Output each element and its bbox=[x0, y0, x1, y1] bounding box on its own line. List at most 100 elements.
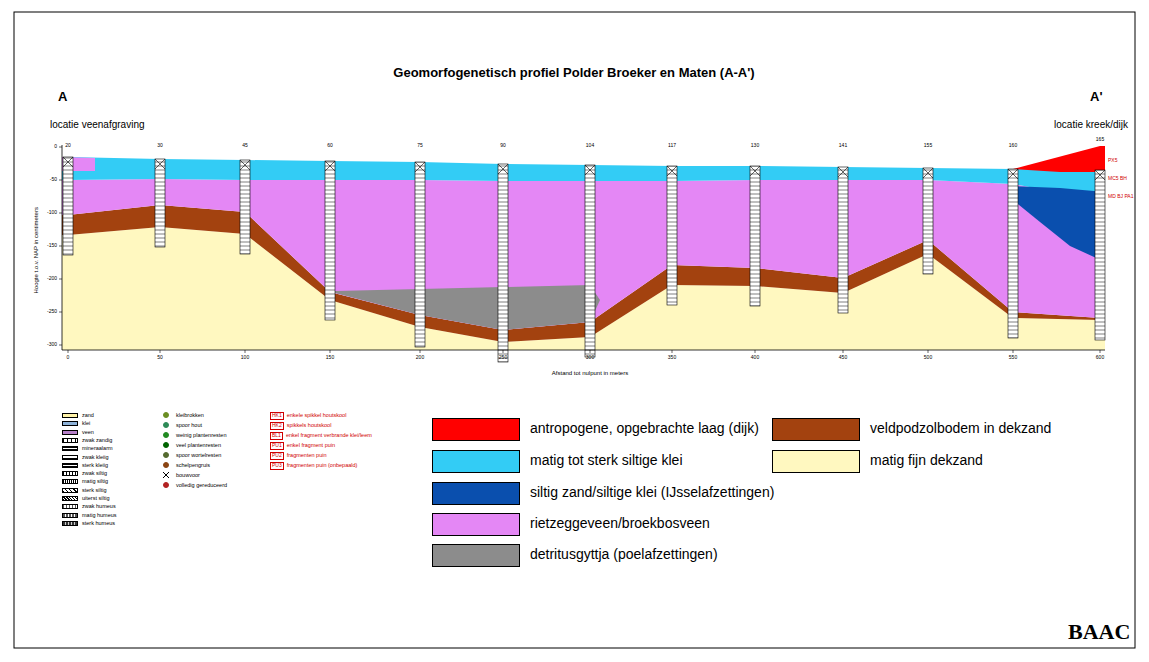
legend-swatch bbox=[62, 488, 78, 493]
legend-text: sterk siltig bbox=[82, 487, 106, 493]
legend-text: antropogene, opgebrachte laag (dijk) bbox=[530, 421, 759, 436]
legend-text: veen bbox=[82, 429, 94, 435]
axis-value: 250 bbox=[499, 355, 507, 361]
legend-swatch bbox=[62, 446, 78, 451]
bouwvoor-mark bbox=[585, 165, 595, 175]
bouwvoor-mark bbox=[923, 168, 933, 178]
legend-swatch bbox=[62, 430, 78, 435]
axis-tick bbox=[59, 312, 62, 313]
axis-value: 200 bbox=[416, 355, 424, 361]
axis-value: 0 bbox=[54, 144, 57, 150]
borehole-column bbox=[585, 165, 595, 357]
legend-swatch bbox=[62, 496, 78, 501]
legend-text: veldpodzolbodem in dekzand bbox=[870, 421, 1051, 436]
axis-value: -50 bbox=[50, 177, 57, 183]
legend-swatch bbox=[432, 513, 520, 536]
bouwvoor-mark bbox=[1008, 169, 1018, 179]
legend-text: zwak kleiig bbox=[82, 454, 109, 460]
borehole-column bbox=[1095, 170, 1105, 340]
bouwvoor-mark bbox=[838, 167, 848, 177]
borehole-number: 165 bbox=[1096, 137, 1104, 143]
legend-text: enkel fragment verbrande klei/leem bbox=[286, 432, 372, 438]
bouwvoor-mark bbox=[155, 159, 165, 169]
borehole-number: 90 bbox=[500, 143, 506, 149]
legend-text: zwak siltig bbox=[82, 470, 107, 476]
sample-code: PU2 bbox=[270, 452, 284, 460]
axis-tick bbox=[59, 279, 62, 280]
logo: BAAC bbox=[1068, 620, 1130, 644]
axis-title: Afstand tot nulpunt in meters bbox=[552, 370, 628, 377]
legend-text: sterk kleiig bbox=[82, 462, 108, 468]
borehole-number: 30 bbox=[157, 143, 163, 149]
borehole-number: 155 bbox=[924, 143, 932, 149]
borehole-number: 20 bbox=[65, 143, 71, 149]
legend-swatch bbox=[62, 479, 78, 484]
axis-tick bbox=[420, 350, 421, 353]
axis-value: 450 bbox=[839, 355, 847, 361]
legend-text: zwak humeus bbox=[82, 503, 116, 509]
borehole-number: 104 bbox=[586, 143, 594, 149]
legend-swatch bbox=[62, 413, 78, 418]
legend-swatch bbox=[772, 418, 860, 441]
borehole-column bbox=[240, 160, 250, 254]
legend-swatch bbox=[163, 422, 169, 428]
legend-swatch bbox=[432, 418, 520, 441]
axis-tick bbox=[59, 213, 62, 214]
bouwvoor-mark bbox=[415, 162, 425, 172]
axis-tick bbox=[590, 350, 591, 353]
legend-text: bouwvoor bbox=[176, 472, 200, 478]
axis-value: 500 bbox=[924, 355, 932, 361]
legend-swatch bbox=[163, 412, 169, 418]
legend-text: siltig zand/siltige klei (IJsselafzettin… bbox=[530, 485, 774, 500]
legend-swatch bbox=[432, 544, 520, 567]
legend-swatch bbox=[62, 521, 78, 526]
borehole-column bbox=[325, 161, 335, 320]
axis-tick bbox=[755, 350, 756, 353]
borehole-number: 141 bbox=[839, 143, 847, 149]
legend-swatch bbox=[62, 504, 78, 509]
axis-tick bbox=[672, 350, 673, 353]
borehole-column bbox=[415, 162, 425, 347]
legend-text: enkele spikkel houtskool bbox=[287, 412, 347, 418]
location-note: locatie kreek/dijk bbox=[1054, 119, 1128, 130]
borehole-column bbox=[667, 166, 677, 305]
axis-tick bbox=[59, 147, 62, 148]
legend-swatch bbox=[62, 421, 78, 426]
axis-value: 50 bbox=[157, 355, 163, 361]
legend-text: uiterst siltig bbox=[82, 495, 110, 501]
axis-value: -200 bbox=[47, 276, 57, 282]
gyttja-layer bbox=[335, 285, 600, 330]
axis-tick bbox=[1100, 350, 1101, 353]
section-end: A' bbox=[1090, 90, 1102, 104]
legend-text: spoor hout bbox=[176, 422, 202, 428]
legend-text: schelpengruis bbox=[176, 462, 210, 468]
borehole-number: 117 bbox=[668, 143, 676, 149]
bouwvoor-mark bbox=[63, 157, 73, 167]
axis-tick bbox=[843, 350, 844, 353]
legend-swatch bbox=[62, 513, 78, 518]
borehole-number: 160 bbox=[1009, 143, 1017, 149]
legend-swatch bbox=[62, 455, 78, 460]
legend-swatch bbox=[163, 442, 169, 448]
borehole-number: 130 bbox=[751, 143, 759, 149]
borehole-column bbox=[923, 168, 933, 274]
legend-swatch bbox=[432, 482, 520, 505]
peat-layer bbox=[62, 179, 1105, 330]
axis-tick bbox=[59, 345, 62, 346]
legend-text: spoor wortelresten bbox=[176, 452, 221, 458]
legend-text: zand bbox=[82, 412, 94, 418]
legend-text: enkel fragment puin bbox=[287, 442, 335, 448]
axis-value: 550 bbox=[1009, 355, 1017, 361]
legend-text: fragmenten puin bbox=[287, 452, 327, 458]
diagram-title: Geomorfogenetisch profiel Polder Broeker… bbox=[393, 66, 754, 80]
bouwvoor-mark bbox=[1095, 170, 1105, 180]
legend-text: matig humeus bbox=[82, 512, 117, 518]
axis-tick bbox=[160, 350, 161, 353]
axis-value: 600 bbox=[1096, 355, 1104, 361]
section-end: A bbox=[58, 90, 67, 104]
axis-tick bbox=[68, 350, 69, 353]
dike-layer bbox=[1013, 146, 1105, 172]
legend-swatch bbox=[62, 438, 78, 443]
borehole-column bbox=[498, 164, 508, 362]
legend-text: klei bbox=[82, 420, 90, 426]
